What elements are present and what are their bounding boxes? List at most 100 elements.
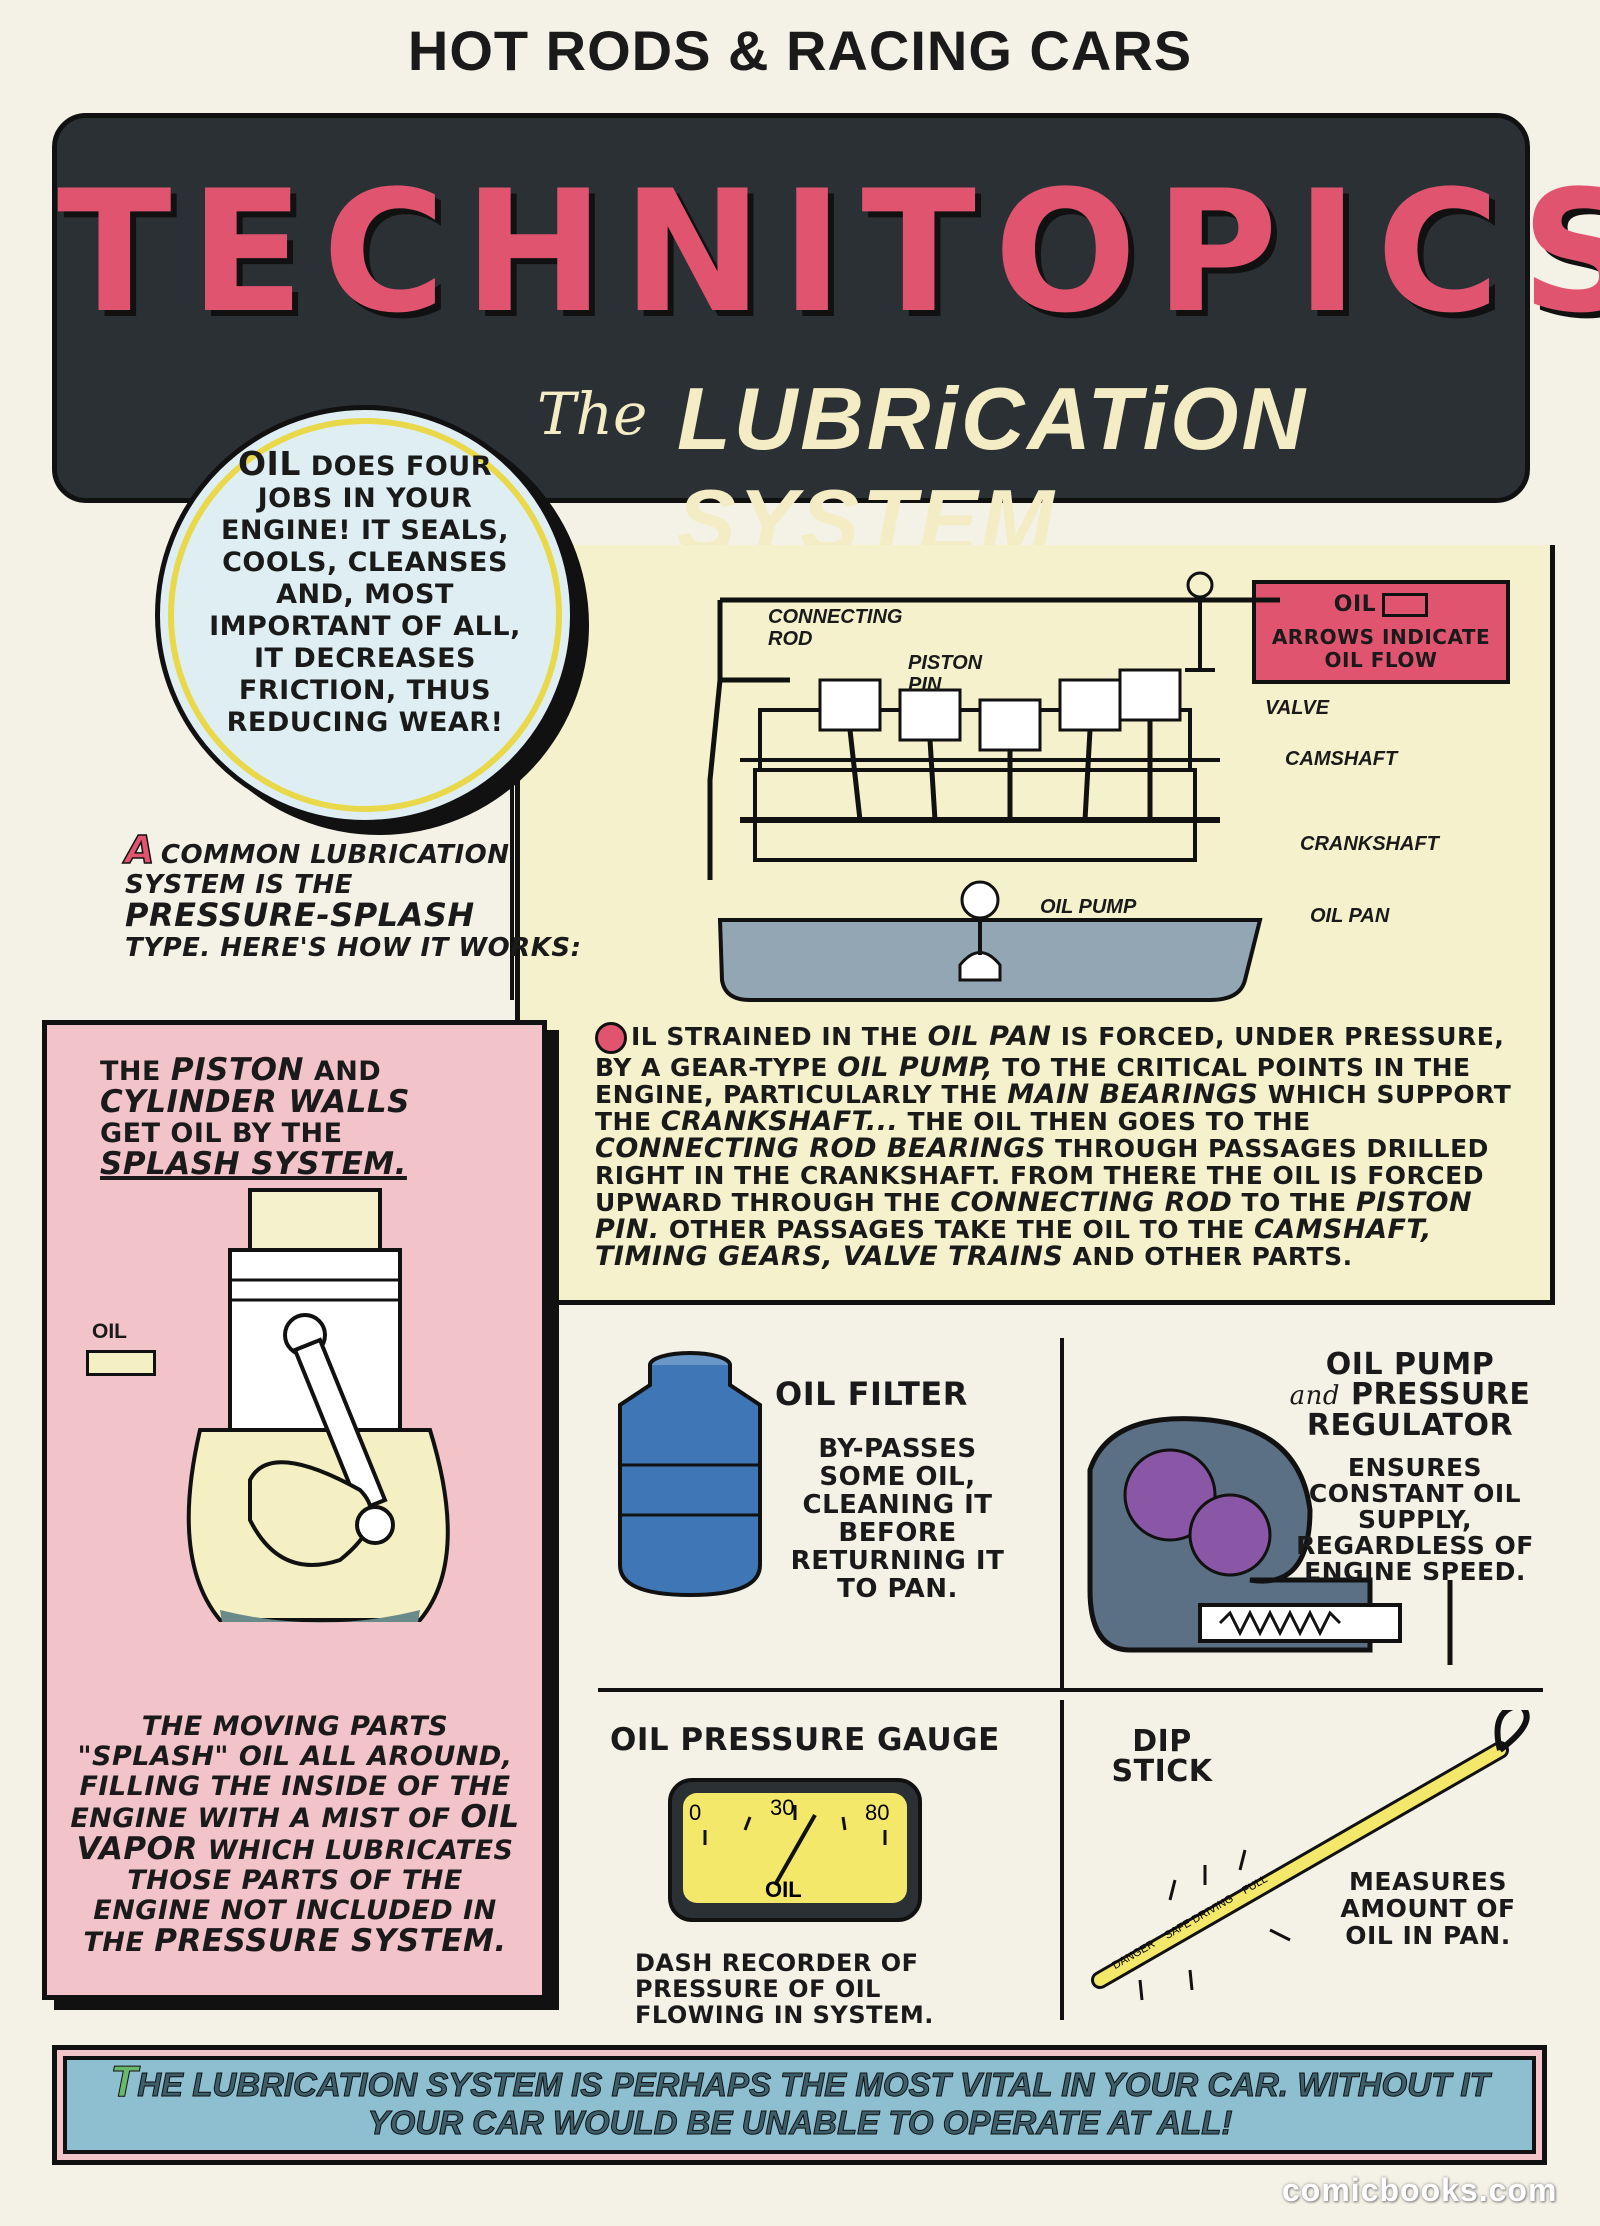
oil-pressure-gauge: 0 30 80 OIL [668,1778,922,1922]
explain-highlight-3: MAIN BEARINGS [1007,1079,1259,1110]
oil-strainer [958,951,1002,982]
engine-block-crankcase [753,768,1197,862]
pump-gear-2 [1188,1493,1272,1577]
oil-filter-title: OIL FILTER [775,1375,968,1413]
gauge-face-label: OIL [765,1877,802,1902]
splash-highlight-system: SPLASH SYSTEM. [100,1146,407,1182]
splash-desc-2: WHICH LUBRICATES THOSE PARTS OF THE ENGI… [83,1835,514,1958]
piston-5 [1118,668,1182,722]
piston-2 [898,688,962,742]
engine-cutaway-diagram [707,571,1280,1002]
oil-pump-desc: ENSURES CONSTANT OIL SUPPLY, REGARDLESS … [1296,1453,1534,1586]
splash-text-1: THE [100,1056,161,1087]
dipstick-shaft [1094,1744,1506,1986]
common-line-1: COMMON LUBRICATION SYSTEM IS THE [125,840,510,900]
common-dropcap: A [124,828,155,872]
splash-desc-highlight-1: OIL VAPOR [76,1799,520,1867]
explain-text-3: TO THE CRITICAL POINTS IN THE ENGINE, PA… [595,1053,1471,1109]
splash-panel-description: THE MOVING PARTS "SPLASH" OIL ALL AROUND… [70,1712,520,1958]
piston-3 [978,698,1042,752]
explain-highlight-5: CONNECTING ROD BEARINGS [595,1133,1046,1164]
footer-text: THE LUBRICATION SYSTEM IS PERHAPS THE MO… [100,2059,1500,2142]
explain-highlight-6: CONNECTING ROD [950,1187,1233,1218]
splash-highlight-piston: PISTON [170,1052,304,1088]
common-line-2: TYPE. HERE'S HOW IT WORKS: [125,933,582,963]
splash-text-2: AND [313,1056,382,1087]
piston-1 [818,678,882,732]
regulator-spring [1218,1609,1342,1637]
legend-oil-swatch [1382,593,1429,617]
explain-text-9: AND OTHER PARTS. [1072,1242,1353,1271]
oil-filter-illustration [618,1351,762,1598]
dipstick-action-lines-bottom [1138,1928,1291,2001]
explain-highlight-4: CRANKSHAFT... [660,1106,899,1137]
valve-rocker [1186,571,1214,599]
intro-body: DOES FOUR JOBS IN YOUR ENGINE! IT SEALS,… [209,451,521,738]
oil-filter-desc: BY-PASSES SOME OIL, CLEANING IT BEFORE R… [790,1434,1005,1604]
oil-pump-illustration [1087,1416,1453,1665]
connecting-rods [847,720,1153,821]
banner-subtitle-article: The [537,380,648,448]
explain-text-7: TO THE [1241,1188,1347,1217]
banner-title: TECHNITOPICS [57,154,1600,350]
splash-oil-level [220,1610,420,1623]
label-connecting-rod: CONNECTING ROD [768,606,903,650]
splash-text-3: GET OIL BY THE [100,1118,343,1149]
dipstick-handle [1494,1710,1530,1753]
oil-pump-title: OIL PUMP and PRESSURE REGULATOR [1270,1350,1550,1441]
explain-highlight-7: PISTON PIN. [595,1187,1473,1245]
explain-text-1: IL STRAINED IN THE [631,1022,919,1051]
valve-stem [1185,600,1215,672]
explain-text-6: THROUGH PASSAGES DRILLED RIGHT IN THE CR… [595,1134,1489,1217]
footer-body: HE LUBRICATION SYSTEM IS PERHAPS THE MOS… [137,2066,1490,2142]
dipstick-illustration: DANGER SAFE DRIVING FULL [1091,1710,1530,2001]
label-oil-pump: OIL PUMP [1040,896,1137,918]
side-oil-line [707,679,723,880]
splash-oil-legend-swatch [86,1350,156,1376]
watermark: comicbooks.com [1282,2172,1558,2208]
explain-text-2: IS FORCED, UNDER PRESSURE, BY A GEAR-TYP… [595,1022,1505,1082]
pressure-system-explanation: IL STRAINED IN THE OIL PAN IS FORCED, UN… [595,1022,1515,1270]
intro-circle: OIL DOES FOUR JOBS IN YOUR ENGINE! IT SE… [155,405,575,825]
separator-filter-pump [1060,1338,1064,1688]
cylinder-head [248,1188,382,1252]
piston-4 [1058,678,1122,732]
oil-gauge-title: OIL PRESSURE GAUGE [610,1722,1000,1758]
crank-journal [355,1505,395,1545]
dipstick-action-lines-top [1168,1849,1247,1901]
banner-subtitle: LUBRiCATiON SYSTEM [677,369,1309,570]
gauge-tick-30: 30 [770,1795,794,1820]
title-banner: TECHNITOPICS The LUBRiCATiON SYSTEM [52,113,1600,570]
label-valve: VALVE [1265,697,1330,719]
gauge-ticks [703,1805,887,1845]
explain-highlight-2: OIL PUMP, [837,1052,994,1083]
gauge-tick-80: 80 [865,1800,889,1825]
oil-gauge-desc: DASH RECORDER OF PRESSURE OF OIL FLOWING… [635,1949,934,2029]
footer-dropcap: T [110,2057,138,2106]
legend-arrows-text: ARROWS INDICATE OIL FLOW [1271,625,1491,672]
common-highlight: PRESSURE-SPLASH [125,896,475,934]
pump-title-1: OIL PUMP [1325,1347,1495,1382]
splash-oil-legend-label: OIL [92,1320,127,1343]
filter-bands [620,1463,760,1517]
filter-canister [618,1365,762,1598]
panel-divider [510,720,514,1000]
splash-desc-1: THE MOVING PARTS "SPLASH" OIL ALL AROUND… [70,1711,513,1834]
footer-banner [52,2045,1547,2165]
diagram-legend: OIL ARROWS INDICATE OIL FLOW [1252,580,1510,684]
explain-dropcap [595,1022,627,1054]
legend-oil-label: OIL [1333,592,1377,617]
splash-desc-highlight-2: PRESSURE SYSTEM. [154,1923,507,1959]
splash-panel-heading: THE PISTON AND CYLINDER WALLS GET OIL BY… [100,1055,500,1181]
splash-highlight-cylinder: CYLINDER WALLS [100,1084,410,1120]
explain-text-5: THE OIL THEN GOES TO THE [907,1107,1311,1136]
gauge-tick-0: 0 [689,1800,701,1825]
separator-gauge-dip [1060,1700,1064,2020]
explain-text-4: WHICH SUPPORT THE [595,1080,1512,1136]
piston-cylinder-diagram [186,1188,450,1623]
page-header-title: HOT RODS & RACING CARS [407,19,1193,82]
explain-highlight-8: CAMSHAFT, TIMING GEARS, VALVE TRAINS [595,1214,1432,1272]
label-camshaft: CAMSHAFT [1285,748,1398,770]
gauge-needle [773,1814,817,1886]
